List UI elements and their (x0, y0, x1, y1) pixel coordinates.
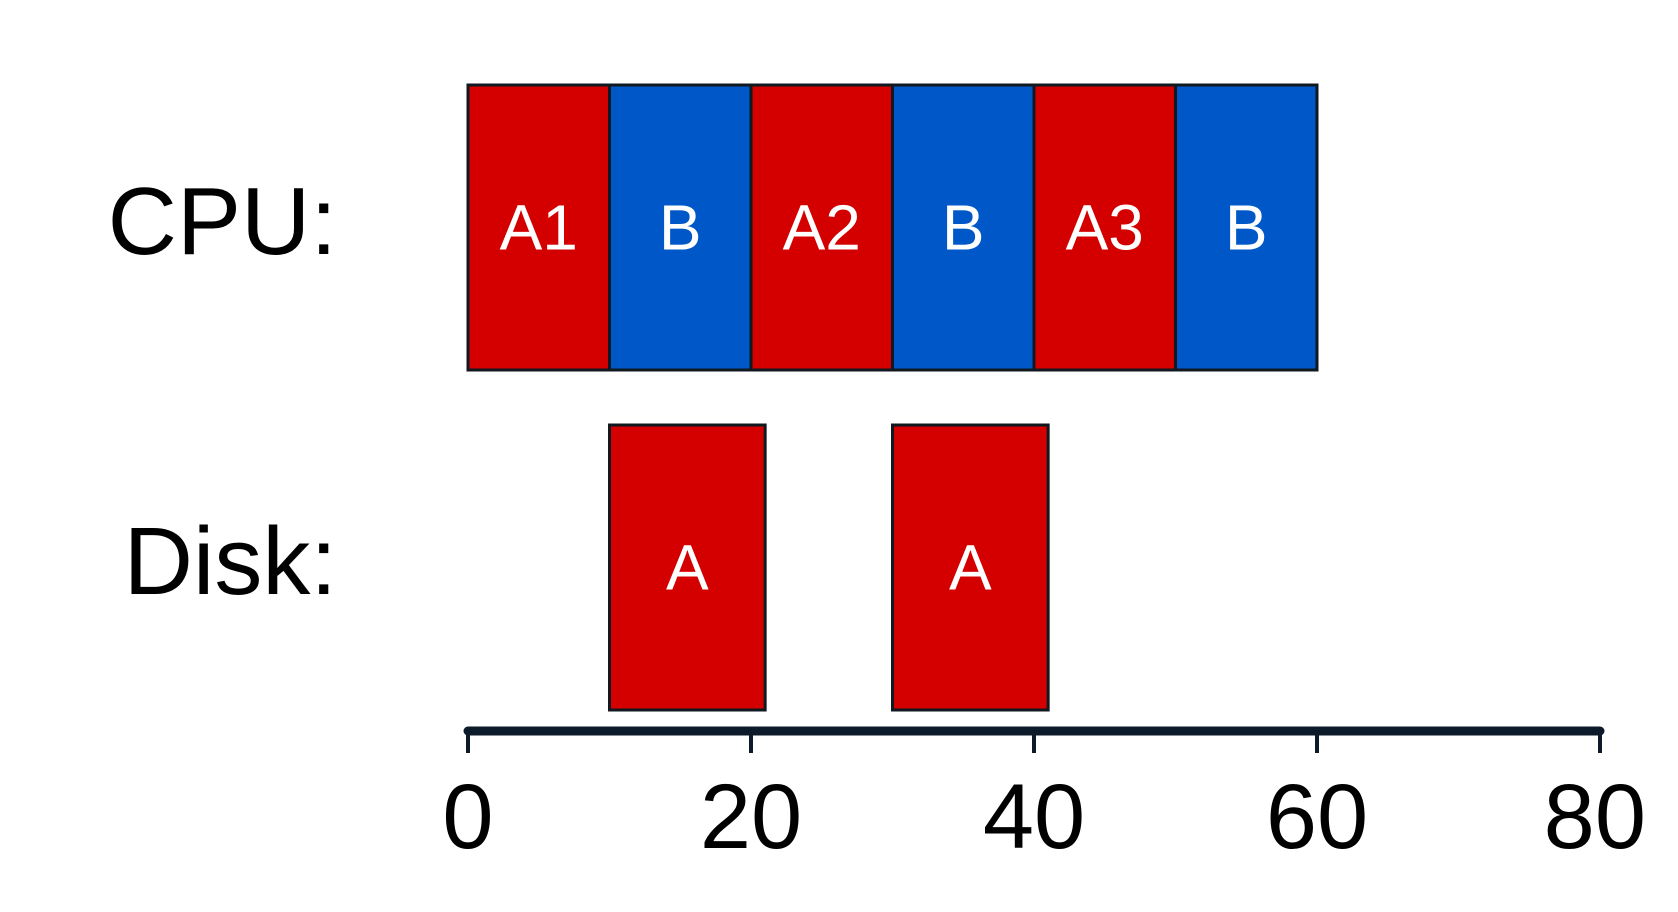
disk-segment-label: A (949, 532, 992, 604)
cpu-segment-b (1174, 83, 1319, 372)
cpu-segment-b (608, 83, 753, 372)
axis-tick-label: 80 (1544, 766, 1646, 868)
cpu-segment-label: B (1225, 192, 1268, 264)
cpu-timeline: A1 B A2 B A3 B (466, 83, 1319, 372)
cpu-segment-label: A1 (500, 192, 578, 264)
cpu-row-label: CPU: (108, 168, 337, 275)
cpu-segment-a2 (749, 83, 894, 372)
cpu-segment-label: B (942, 192, 985, 264)
cpu-segment-label: A2 (783, 192, 861, 264)
axis-tick-label: 60 (1266, 766, 1368, 868)
axis-tick-label: 20 (700, 766, 802, 868)
cpu-segment-label: A3 (1066, 192, 1144, 264)
disk-segment-a (608, 423, 767, 712)
axis-tick-label: 0 (442, 766, 493, 868)
cpu-segment-a3 (1032, 83, 1177, 372)
axis-tick-label: 40 (983, 766, 1085, 868)
cpu-segment-a1 (466, 83, 611, 372)
cpu-segment-label: B (659, 192, 702, 264)
disk-segment-label: A (666, 532, 709, 604)
disk-segment-a (891, 423, 1050, 712)
time-axis: 0 20 40 60 80 (442, 726, 1646, 868)
cpu-segment-b (891, 83, 1036, 372)
disk-row-label: Disk: (124, 508, 337, 615)
